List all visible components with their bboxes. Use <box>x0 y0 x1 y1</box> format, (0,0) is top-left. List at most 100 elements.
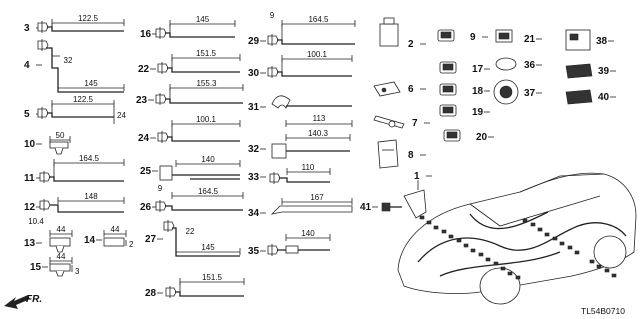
dimension-label: 148 <box>84 192 98 201</box>
part-number-31: 31 <box>248 102 260 113</box>
harness-connector <box>419 215 425 220</box>
dimension-label: 113 <box>313 114 326 123</box>
part-number-30: 30 <box>248 68 260 79</box>
dimension-label: 44 <box>111 225 120 234</box>
car-roof-lines <box>469 173 605 227</box>
harness-connector <box>507 271 513 276</box>
car-wiring-illustration <box>397 172 637 305</box>
part-number-10: 10 <box>24 139 36 150</box>
part-number-19: 19 <box>472 107 484 118</box>
part-number-13: 13 <box>24 238 36 249</box>
part-number-40: 40 <box>598 92 610 103</box>
harness-connector <box>470 248 476 253</box>
part-number-3: 3 <box>24 23 30 34</box>
part-number-36: 36 <box>524 60 536 71</box>
dimension-label: 145 <box>201 243 215 252</box>
dimension-label: 164.5 <box>308 15 329 24</box>
dimension-label: 140 <box>301 229 315 238</box>
dimension-label: 110 <box>302 163 315 172</box>
harness-connector <box>537 227 543 232</box>
dimension-label: 167 <box>310 193 324 202</box>
dimension-label: 32 <box>64 56 73 65</box>
part-number-27: 27 <box>145 234 157 245</box>
part-number-33: 33 <box>248 172 260 183</box>
part-1: 1 <box>403 171 432 219</box>
fr-direction-arrow <box>4 295 30 309</box>
clip-19: 19 <box>439 104 490 118</box>
harness-connector <box>493 261 499 266</box>
dimension-label: 140.3 <box>308 129 329 138</box>
harness-connector <box>574 250 580 255</box>
part-number-12: 12 <box>24 202 36 213</box>
front-wheel <box>479 267 521 305</box>
harness-clip-35: 35 140 <box>248 229 331 257</box>
car-body <box>397 172 637 294</box>
harness-clip-13: 13 44 <box>24 225 73 253</box>
bolt-41: 41 <box>360 202 402 213</box>
clip-9: 9 <box>437 29 488 43</box>
part-number-16: 16 <box>140 29 152 40</box>
dimension-label: 50 <box>56 131 65 140</box>
part-number-9: 9 <box>470 32 476 43</box>
harness-connector <box>448 234 454 239</box>
connector-38: 38 <box>565 29 614 51</box>
dimension-label: 164.5 <box>79 154 100 163</box>
part-number-37: 37 <box>524 88 536 99</box>
pad-40: 40 <box>565 89 616 105</box>
dimension-label: 100.1 <box>196 115 217 124</box>
o-ring-36: 36 <box>495 57 542 71</box>
harness-connector <box>559 241 565 246</box>
clip-20: 20 <box>443 129 494 143</box>
rear-wheel <box>593 235 627 269</box>
harness-connector <box>426 220 432 225</box>
part-number-2: 2 <box>408 39 414 50</box>
part-number-11: 11 <box>24 173 35 184</box>
harness-connector <box>433 225 439 230</box>
harness-connector <box>589 259 595 264</box>
harness-clip-11: 11 164.5 <box>24 154 125 184</box>
dimension-label: 44 <box>57 225 66 234</box>
harness-clip-10: 10 50 <box>24 131 71 155</box>
harness-connector <box>463 243 469 248</box>
clip-17: 17 <box>439 61 490 75</box>
dimension-label: 151.5 <box>196 49 217 58</box>
dimension-label: 3 <box>75 267 80 276</box>
dimension-label: 145 <box>84 79 98 88</box>
part-6: 6 <box>373 81 426 97</box>
harness-clip-27: 27 22 145 <box>145 220 241 257</box>
part-number-1: 1 <box>414 171 420 182</box>
harness-connector <box>515 275 521 280</box>
harness-connector <box>456 238 462 243</box>
dimension-label: 9 <box>158 184 163 193</box>
harness-clip-33: 33 110 <box>248 163 331 184</box>
part-number-41: 41 <box>360 202 372 213</box>
dimension-label: 2 <box>129 240 134 249</box>
part-number-38: 38 <box>596 36 608 47</box>
pad-39: 39 <box>565 63 616 79</box>
harness-clip-30: 30 100.1 <box>248 50 353 79</box>
part-number-26: 26 <box>140 202 152 213</box>
part-number-8: 8 <box>408 150 414 161</box>
part-number-7: 7 <box>412 118 418 129</box>
dimension-label: 100.1 <box>307 50 328 59</box>
part-number-18: 18 <box>472 86 484 97</box>
harness-connector <box>522 218 528 223</box>
part-number-32: 32 <box>248 144 260 155</box>
dimension-label: 9 <box>270 11 275 20</box>
direction-label: FR. <box>26 294 42 305</box>
part-number-35: 35 <box>248 246 260 257</box>
harness-connector <box>596 264 602 269</box>
dimension-label: 10.4 <box>28 217 44 226</box>
part-number-34: 34 <box>248 208 260 219</box>
dimension-label: 122.5 <box>73 95 94 104</box>
dimension-label: 22 <box>186 227 195 236</box>
